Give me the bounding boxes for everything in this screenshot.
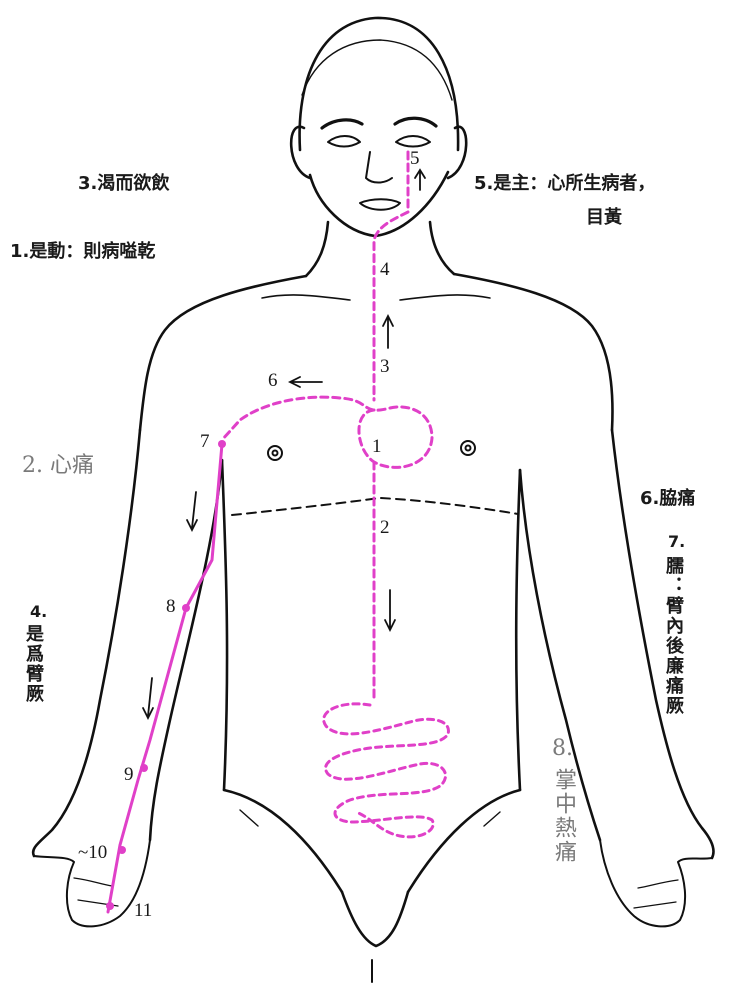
- label-7-text: 臑：臂內後廉痛厥: [664, 556, 682, 716]
- path-number-9: 9: [124, 764, 134, 785]
- path-number-8: 8: [166, 596, 176, 617]
- clavicle-left: [262, 295, 350, 300]
- label-6: 6.脇痛: [640, 490, 695, 508]
- path-number-7: 7: [200, 431, 210, 452]
- path-number-10: ~10: [78, 842, 107, 863]
- path-number-11: 11: [134, 900, 152, 921]
- left-shoulder: [140, 276, 306, 430]
- label-2: 2. 心痛: [22, 455, 94, 477]
- label-3: 3.渴而欲飲: [78, 175, 169, 193]
- right-eye: [396, 136, 430, 147]
- arrow-down-arm2: [143, 678, 153, 718]
- label-4-text: 是爲臂厥: [24, 624, 42, 704]
- arrow-down-arm1: [187, 492, 197, 530]
- left-eyebrow: [322, 120, 362, 128]
- path-number-6: 6: [268, 370, 278, 391]
- right-nipple: [461, 441, 475, 455]
- path-number-1: 1: [372, 436, 382, 457]
- right-eyebrow: [395, 118, 436, 126]
- left-arm-inner: [150, 460, 222, 840]
- arrow-up-5: [415, 170, 425, 190]
- right-shoulder: [454, 274, 612, 430]
- arrow-up-3: [383, 316, 393, 348]
- neck-right: [430, 222, 454, 274]
- meridian-arm: [108, 444, 222, 912]
- path-number-3: 3: [380, 356, 390, 377]
- neck-left: [306, 222, 328, 276]
- label-5-line1: 5.是主：心所生病者，: [474, 175, 655, 193]
- label-1: 1.是動：則病嗌乾: [10, 243, 155, 261]
- clavicle-right: [400, 295, 490, 300]
- label-5-line2: 目黃: [586, 209, 622, 227]
- label-8-text: 掌中熱痛: [552, 768, 574, 864]
- path-number-5: 5: [410, 148, 420, 169]
- left-eye: [328, 136, 360, 147]
- left-arm-outer: [33, 430, 140, 856]
- right-hand: [600, 840, 712, 926]
- torso-right: [516, 470, 520, 790]
- groin-left: [224, 790, 342, 892]
- head-outline: [300, 18, 459, 150]
- arrow-left-6: [290, 377, 322, 387]
- hair: [302, 40, 452, 100]
- meridian-intestines: [324, 704, 449, 837]
- path-number-2: 2: [380, 517, 390, 538]
- path-number-4: 4: [380, 259, 390, 280]
- groin-right: [408, 790, 520, 892]
- arrow-down-2: [385, 590, 395, 630]
- torso-left: [222, 460, 227, 790]
- left-nipple: [268, 446, 282, 460]
- label-7-number: 7.: [668, 534, 685, 550]
- label-8-number: 8.: [552, 738, 573, 760]
- crotch: [342, 892, 408, 946]
- nose: [366, 152, 392, 183]
- mouth: [360, 199, 400, 210]
- label-4-number: 4.: [30, 604, 47, 620]
